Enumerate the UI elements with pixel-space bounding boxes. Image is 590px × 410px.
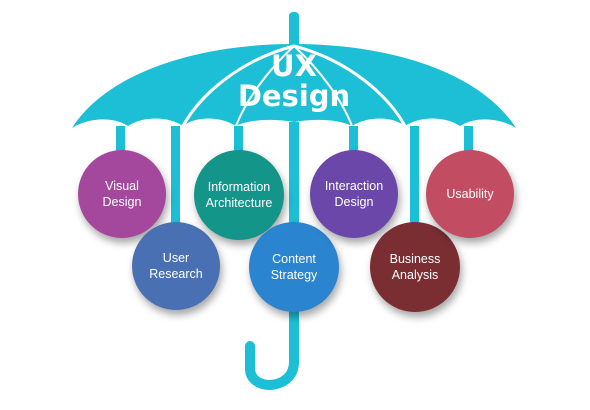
node-label-usability: Usability	[446, 187, 494, 201]
node-visual-design: Visual Design	[78, 150, 166, 238]
node-label-business-analysis: Business Analysis	[389, 252, 441, 282]
connector-user-research	[171, 126, 180, 238]
connector-visual-design	[116, 126, 125, 160]
title-line-1: UX	[271, 49, 317, 83]
connector-interaction-design	[349, 126, 358, 160]
title-line-2: Design	[238, 79, 350, 113]
canopy-fold-right	[293, 44, 407, 127]
node-business-analysis: Business Analysis	[370, 222, 460, 312]
connector-information-architecture	[234, 126, 243, 160]
node-usability: Usability	[426, 150, 514, 238]
node-user-research: User Research	[132, 222, 220, 310]
umbrella-tip	[289, 12, 299, 48]
umbrella-handle	[245, 341, 299, 390]
node-label-user-research: User Research	[149, 251, 203, 281]
node-label-content-strategy: Content Strategy	[270, 252, 318, 282]
node-interaction-design: Interaction Design	[310, 150, 398, 238]
umbrella-canopy	[72, 44, 516, 128]
node-label-information-architecture: Information Architecture	[205, 180, 273, 210]
node-label-visual-design: Visual Design	[102, 179, 142, 209]
connector-usability	[464, 126, 473, 160]
canopy-fold-inner-left	[235, 45, 295, 127]
canopy-fold-inner-right	[293, 45, 353, 127]
node-information-architecture: Information Architecture	[194, 150, 284, 240]
node-content-strategy: Content Strategy	[249, 222, 339, 312]
canopy-fold-left	[181, 44, 295, 127]
node-label-interaction-design: Interaction Design	[324, 179, 384, 209]
connector-business-analysis	[410, 126, 419, 238]
